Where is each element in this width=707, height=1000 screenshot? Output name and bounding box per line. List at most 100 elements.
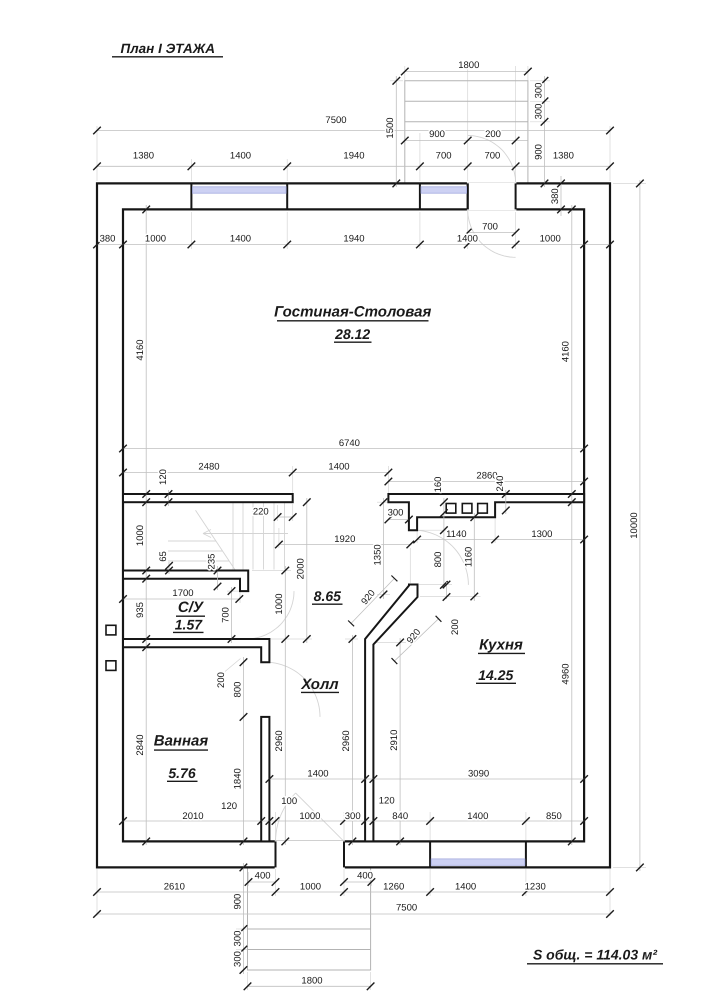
dim-end-dash (435, 615, 442, 623)
dim-label-65: 65 (158, 551, 169, 562)
dim-tick (239, 924, 248, 934)
room-label-wc: С/У (178, 599, 205, 616)
dim-label-2010: 2010 (182, 811, 203, 822)
dim-tick (511, 240, 520, 249)
dim-end-dash (347, 620, 355, 627)
room-area-kitchen: 14.25 (478, 667, 513, 683)
dim-tick (556, 205, 566, 214)
dim-label-935: 935 (135, 602, 146, 618)
dim-tick (511, 228, 520, 237)
dim-tick (442, 592, 451, 602)
dim-tick (339, 816, 349, 826)
dim-label-1380: 1380 (133, 151, 154, 162)
dim-tick (605, 240, 615, 249)
dim-tick (579, 774, 589, 784)
dim-tick (118, 444, 128, 453)
dim-label-1400: 1400 (467, 811, 488, 822)
door-arc-kitchen (413, 529, 469, 585)
room-area-bathroom: 5.76 (168, 765, 195, 781)
dim-label-1230: 1230 (525, 882, 546, 893)
dim-label-900: 900 (533, 144, 544, 160)
dim-tick (579, 477, 589, 486)
dim-tick (239, 657, 248, 667)
window-glass (430, 858, 526, 866)
dim-tick (164, 561, 174, 571)
dim-label-300: 300 (345, 811, 361, 822)
dim-label-200: 200 (216, 672, 227, 688)
dim-label-4960: 4960 (561, 663, 572, 684)
dim-tick (579, 444, 589, 453)
dim-label-380: 380 (550, 188, 561, 204)
dim-tick (415, 240, 425, 249)
dim-tick (235, 594, 244, 604)
dim-tick (439, 525, 449, 535)
room-area-wc: 1.57 (175, 616, 203, 632)
dim-label-200: 200 (450, 619, 461, 635)
dim-label-2610: 2610 (164, 882, 185, 893)
dim-tick (605, 909, 615, 919)
door-arc-back (275, 792, 296, 842)
dim-label-300: 300 (533, 104, 544, 120)
dim-label-1800: 1800 (301, 976, 322, 987)
dim-tick (442, 580, 451, 589)
dim-label-1400: 1400 (230, 151, 251, 162)
dim-label-1140: 1140 (446, 529, 466, 540)
dim-tick (164, 497, 173, 507)
stair-arrow (202, 529, 212, 534)
dim-tick (227, 634, 236, 644)
dim-tick (141, 837, 151, 846)
dim-tick (141, 566, 151, 575)
porch-bottom-outline (247, 867, 372, 971)
wall-exterior (95, 182, 612, 869)
dim-tick (141, 642, 151, 652)
door-opening-back (274, 840, 345, 869)
dim-tick (239, 863, 248, 872)
flue-square (476, 502, 489, 514)
dim-label-1920: 1920 (334, 534, 355, 545)
room-area-hall: 8.65 (314, 588, 341, 604)
dim-tick (243, 982, 252, 991)
dim-tick (463, 240, 472, 249)
window-glass (192, 186, 287, 194)
door-arc-entrance-out (467, 135, 517, 184)
dim-tick (92, 126, 102, 135)
dim-label-7500: 7500 (325, 115, 346, 126)
dim-tick (404, 515, 414, 524)
dim-label-1940: 1940 (343, 151, 364, 162)
dim-920-upper-line (350, 578, 395, 624)
dim-end-dash (390, 575, 398, 582)
dim-tick (521, 816, 531, 826)
wall-int-living-left (122, 493, 294, 504)
wall-int-wc-south (122, 638, 271, 664)
dim-tick (92, 909, 102, 919)
vent-square (105, 624, 117, 636)
dim-tick (288, 512, 297, 522)
dim-tick (406, 540, 415, 549)
dim-tick (141, 497, 151, 507)
leader-200 (224, 658, 241, 672)
dim-tick (239, 837, 248, 846)
dim-label-1300: 1300 (531, 529, 552, 540)
dim-label-1160: 1160 (463, 547, 474, 567)
dim-tick (141, 634, 151, 644)
dim-label-300: 300 (232, 931, 243, 947)
room-label-living-dining: Гостиная-Столовая (274, 304, 431, 321)
dim-tick (511, 136, 520, 145)
dim-tick (239, 945, 248, 954)
dim-label-2480: 2480 (198, 462, 219, 473)
dim-label-300: 300 (388, 508, 404, 519)
dim-label-1700: 1700 (172, 588, 193, 599)
dim-tick (567, 837, 577, 846)
dim-label-1400: 1400 (307, 768, 328, 779)
dim-tick (282, 240, 292, 249)
dim-tick (412, 535, 422, 544)
room-area-living-dining: 28.12 (334, 326, 370, 342)
dim-tick (490, 535, 500, 544)
dim-label-1400: 1400 (230, 234, 251, 245)
dim-label-220: 220 (253, 507, 269, 518)
dim-tick (92, 162, 102, 171)
dim-label-1350: 1350 (373, 544, 384, 565)
dim-tick (187, 162, 196, 171)
wall-int-wc-north (122, 569, 250, 593)
dim-tick (400, 67, 410, 76)
